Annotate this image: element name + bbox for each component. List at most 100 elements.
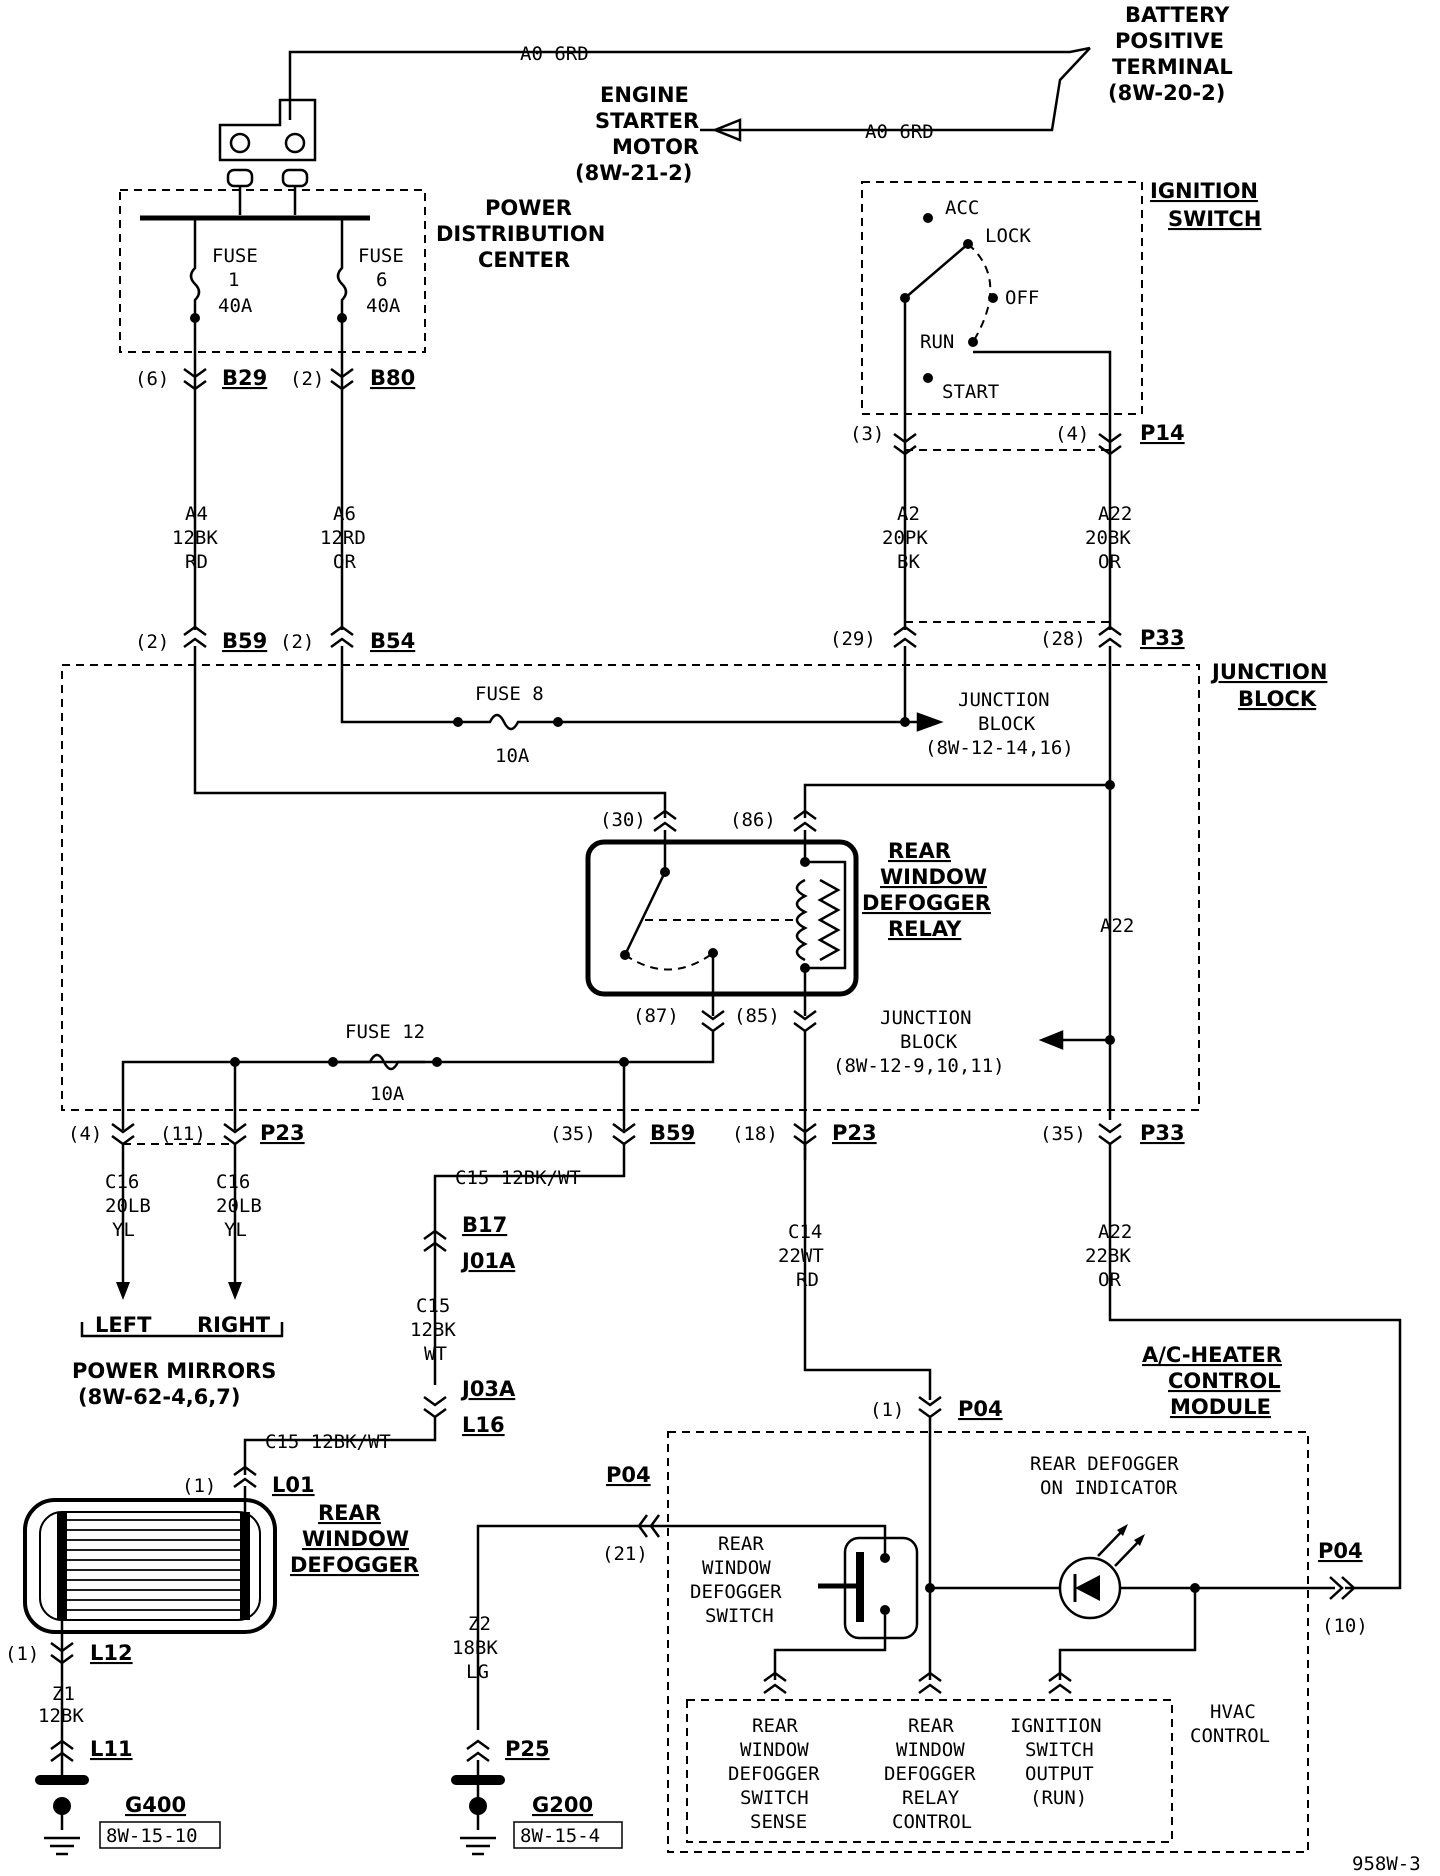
svg-text:POSITIVE: POSITIVE (1115, 29, 1224, 53)
svg-text:REAR: REAR (752, 1715, 798, 1737)
svg-text:FUSE: FUSE (358, 245, 404, 267)
svg-text:OUTPUT: OUTPUT (1025, 1763, 1094, 1785)
svg-text:40A: 40A (366, 295, 401, 317)
junction-ref-lower: JUNCTION BLOCK (8W-12-9,10,11) (833, 1007, 1005, 1077)
pin-p04-21: (21) (602, 1543, 648, 1565)
svg-text:REAR: REAR (318, 1501, 381, 1525)
mirror-left-label: LEFT (95, 1313, 152, 1337)
relay-title: REAR WINDOW DEFOGGER RELAY (862, 839, 991, 941)
wire-c15-mid-label: C15 12BK WT (410, 1295, 456, 1365)
svg-text:CENTER: CENTER (478, 248, 570, 272)
pdc-outline (119, 189, 426, 353)
svg-text:C15: C15 (416, 1295, 450, 1317)
svg-text:POWER: POWER (485, 196, 572, 220)
svg-text:SWITCH: SWITCH (1025, 1739, 1094, 1761)
defogger-title: REAR WINDOW DEFOGGER (290, 1501, 419, 1577)
svg-text:WINDOW: WINDOW (702, 1557, 771, 1579)
svg-text:20LB: 20LB (216, 1195, 262, 1217)
svg-text:20BK: 20BK (1085, 527, 1131, 549)
svg-text:(8W-12-14,16): (8W-12-14,16) (925, 737, 1074, 759)
wire-z1-b: 12BK (38, 1705, 84, 1727)
module-title: A/C-HEATER CONTROL MODULE (1142, 1343, 1282, 1419)
svg-text:BK: BK (897, 551, 920, 573)
junction-block-group: JUNCTION BLOCK (2) B59 (2) B54 (29) (28)… (61, 621, 1327, 1160)
pin-p23-11: (11) (160, 1123, 206, 1145)
wire-c15-bot: C15 12BK/WT (265, 1431, 391, 1453)
svg-text:JUNCTION: JUNCTION (880, 1007, 972, 1029)
svg-text:JUNCTION: JUNCTION (958, 689, 1050, 711)
pin-relay-85: (85) (734, 1005, 780, 1027)
svg-text:WINDOW: WINDOW (302, 1527, 409, 1551)
module-group: C14 22WT RD A22 22BK OR A/C-HEATER CONTR… (476, 1144, 1402, 1853)
defogger-group: C15 12BK/WT B17 J01A C15 12BK WT J03A L1… (5, 1144, 626, 1856)
fuse-1-label: FUSE 1 40A (212, 245, 258, 317)
svg-text:RD: RD (185, 551, 208, 573)
power-mirrors-ref: (8W-62-4,6,7) (78, 1385, 240, 1409)
svg-text:CONTROL: CONTROL (1190, 1725, 1270, 1747)
svg-text:MODULE: MODULE (1170, 1395, 1271, 1419)
svg-text:40A: 40A (218, 295, 253, 317)
svg-text:OR: OR (333, 551, 356, 573)
fuse-12-name: FUSE 12 (345, 1021, 425, 1043)
relay-control-label: REAR WINDOW DEFOGGER RELAY CONTROL (884, 1715, 976, 1833)
pin-p04-10: (10) (1322, 1615, 1368, 1637)
hvac-label: HVAC CONTROL (1190, 1701, 1270, 1747)
defogger-grid-icon (23, 1498, 277, 1634)
svg-text:(8W-21-2): (8W-21-2) (575, 161, 692, 185)
svg-text:FUSE: FUSE (212, 245, 258, 267)
svg-text:20LB: 20LB (105, 1195, 151, 1217)
svg-text:DEFOGGER: DEFOGGER (728, 1763, 820, 1785)
svg-text:C16: C16 (105, 1171, 139, 1193)
svg-text:ON INDICATOR: ON INDICATOR (1040, 1477, 1178, 1499)
svg-text:REAR DEFOGGER: REAR DEFOGGER (1030, 1453, 1179, 1475)
svg-text:C14: C14 (788, 1221, 822, 1243)
arrow-to-starter (711, 118, 742, 142)
ground-g200-group: Z2 18BK LG P25 G200 8W-15-4 (451, 1613, 623, 1856)
lower-connectors-group: (4) (11) P23 (35) B59 (18) P23 (35) P33 (68, 1121, 1185, 1146)
connector-l12: L12 (90, 1641, 133, 1665)
svg-text:18BK: 18BK (452, 1637, 498, 1659)
wire-z1-a: Z1 (52, 1683, 75, 1705)
power-mirrors-title: POWER MIRRORS (72, 1359, 276, 1383)
wire-a22-bot-label: A22 22BK OR (1085, 1221, 1132, 1291)
ground-g200: G200 (532, 1793, 593, 1817)
svg-text:WINDOW: WINDOW (896, 1739, 965, 1761)
svg-text:1: 1 (228, 269, 239, 291)
svg-text:WT: WT (424, 1343, 447, 1365)
svg-text:DEFOGGER: DEFOGGER (862, 891, 991, 915)
pin-p33-29: (29) (830, 628, 876, 650)
svg-text:LOCK: LOCK (985, 225, 1031, 247)
svg-text:22BK: 22BK (1085, 1245, 1131, 1267)
connector-p23-mid: P23 (832, 1121, 877, 1145)
pin-relay-86: (86) (730, 809, 776, 831)
svg-text:ENGINE: ENGINE (600, 83, 689, 107)
fuse-12-amp: 10A (370, 1083, 405, 1105)
ignition-positions: ACC LOCK OFF RUN START (920, 197, 1039, 403)
connector-l16: L16 (462, 1413, 505, 1437)
wire-a22-mid: A22 (1100, 915, 1134, 937)
connector-b59-top: B59 (222, 629, 267, 653)
svg-text:SENSE: SENSE (750, 1811, 807, 1833)
battery-feed-group: A0 6RD A0 6RD BATTERY POSITIVE TERMINAL … (119, 3, 1233, 630)
connector-p23-left: P23 (260, 1121, 305, 1145)
wire-c15-top: C15 12BK/WT (455, 1167, 581, 1189)
ground-g400-ref: 8W-15-10 (106, 1825, 198, 1847)
svg-text:A22: A22 (1098, 503, 1132, 525)
fuse-8-amp: 10A (495, 745, 530, 767)
pin-b80: (2) (290, 368, 324, 390)
indicator-led-icon (1058, 1556, 1122, 1620)
connector-b80: B80 (370, 366, 415, 390)
sense-label: REAR WINDOW DEFOGGER SWITCH SENSE (728, 1715, 820, 1833)
junction-outline (61, 664, 1200, 1111)
svg-text:12BK: 12BK (410, 1319, 456, 1341)
wire-c16-right-label: C16 20LB YL (216, 1171, 262, 1241)
svg-text:A6: A6 (333, 503, 356, 525)
svg-text:A2: A2 (897, 503, 920, 525)
svg-text:JUNCTION: JUNCTION (1210, 660, 1327, 684)
svg-text:RD: RD (796, 1269, 819, 1291)
pin-relay-30: (30) (600, 809, 646, 831)
wire-c16-left-label: C16 20LB YL (105, 1171, 151, 1241)
svg-text:YL: YL (112, 1219, 135, 1241)
pin-p14-3: (3) (850, 423, 884, 445)
connector-p04-top: P04 (958, 1397, 1003, 1421)
